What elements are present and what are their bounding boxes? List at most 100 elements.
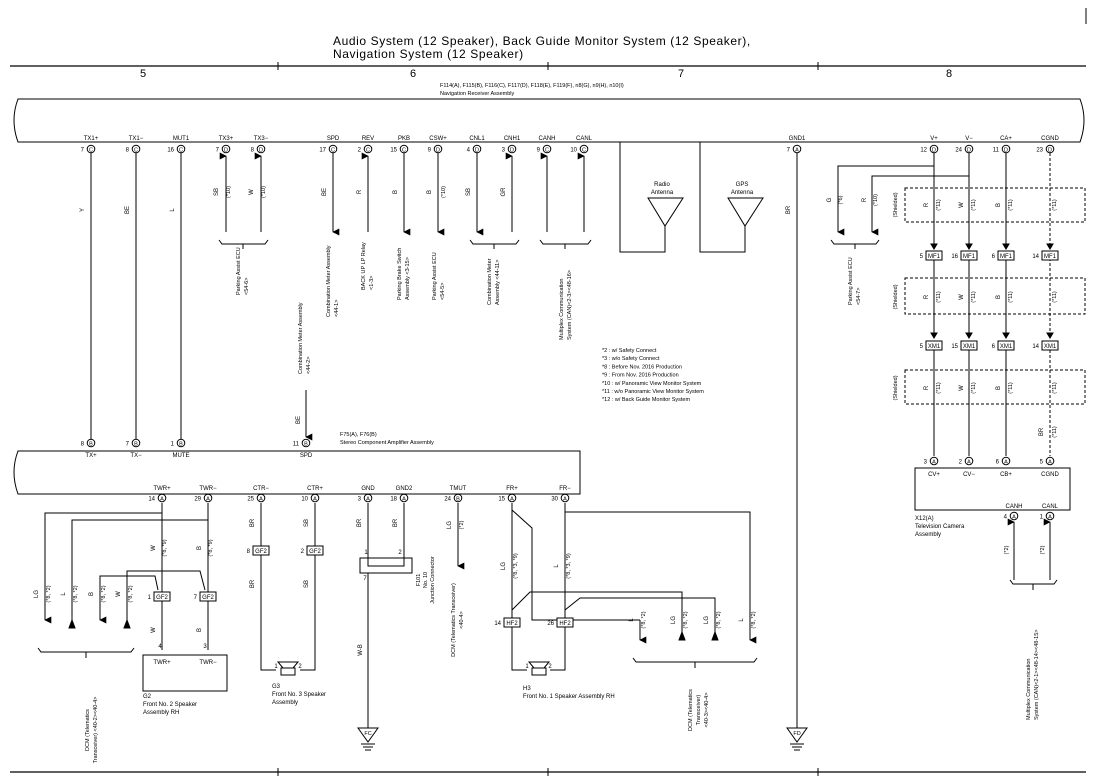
v-plus-wire	[837, 153, 935, 236]
wire-color: SB	[304, 519, 310, 527]
connector-label: MF1	[928, 254, 941, 260]
wire-note: (*2)	[1004, 545, 1010, 554]
h3-speaker-icon	[531, 667, 547, 676]
pin-number: 3	[502, 147, 506, 153]
pin-number: 1	[1040, 514, 1044, 520]
pin-number: 7	[81, 147, 85, 153]
receiver-pin-1	[131, 144, 141, 154]
pin-number: 4	[1004, 514, 1008, 520]
connector-pin-number: 14	[1032, 344, 1039, 350]
receiver-pin-name: CSW+	[429, 136, 447, 142]
connector-pin-number: 5	[920, 254, 924, 260]
amp-bottom-pin-name: FR−	[559, 486, 571, 492]
pin-letter: A	[1004, 459, 1008, 465]
dcm-label-1: DCM (Telematics	[85, 709, 91, 751]
wire-color: BR	[393, 518, 399, 527]
connector-pin-number: 2	[301, 549, 305, 555]
amp-bottom-pin-8	[560, 493, 570, 503]
pin-number: 10	[570, 147, 577, 153]
parking-assist-ecu-label-3: Parking Assist ECU	[848, 257, 854, 305]
receiver-pin-name: CANL	[576, 136, 593, 142]
legend-line: *12 : w/ Back Guide Monitor System	[602, 397, 690, 403]
connector-label: XM1	[963, 344, 976, 350]
mf1-connector	[960, 250, 978, 261]
pin-number: 14	[148, 496, 155, 502]
diagram-title-line2: Navigation System (12 Speaker)	[333, 47, 524, 61]
wire-note: (*8, *9)	[162, 539, 168, 556]
wire-note: (*10)	[873, 194, 879, 206]
wire-note: (*11)	[936, 291, 942, 303]
amp-bottom-pin-7	[507, 493, 517, 503]
jc-pin: 2	[398, 550, 402, 556]
amp-top-pin-name: TX−	[130, 453, 142, 459]
television-camera-body	[914, 467, 1071, 511]
wire-note: (*8, *2)	[751, 611, 757, 628]
pin-letter: A	[967, 459, 971, 465]
g2-name: Front No. 2 Speaker	[143, 702, 197, 708]
g2-pin: 4	[158, 644, 162, 650]
wire-color: W	[959, 385, 965, 391]
dcm-ref-2: <40-4>	[459, 611, 465, 628]
receiver-connector-ids: F114(A), F115(B), F116(C), F117(D), F118…	[440, 83, 624, 89]
wire-note: (*11)	[936, 382, 942, 394]
connector-pin-number: 8	[247, 549, 251, 555]
connector-pin-number: 1	[148, 595, 152, 601]
h3-pin: 1	[525, 664, 529, 670]
g3-id: G3	[272, 684, 281, 690]
wire-note: (*11)	[1052, 426, 1058, 438]
amp-top-pin-1	[131, 438, 141, 448]
pin-letter: A	[563, 496, 567, 502]
gps-antenna-wire	[699, 142, 746, 253]
parking-assist-bracket-3	[830, 239, 880, 245]
connector-chevron	[1002, 243, 1010, 250]
pin-letter: C	[545, 147, 549, 153]
amplifier-connector-ids: F75(A), F76(B)	[340, 432, 377, 438]
amp-bottom-pin-name: GND	[361, 486, 375, 492]
receiver-pin-name: PKB	[398, 136, 410, 142]
pin-number: 8	[251, 147, 255, 153]
pin-number: 4	[467, 147, 471, 153]
connector-chevron	[965, 243, 973, 250]
amp-bottom-pin-2	[256, 493, 266, 503]
wire-note: (*6)	[838, 195, 844, 204]
pin-number: 15	[498, 496, 505, 502]
amp-bottom-pin-name: TWR+	[153, 486, 171, 492]
gps-antenna-label: GPS	[736, 182, 749, 188]
arrow-up	[123, 618, 131, 629]
amp-bottom-pin-name: GND2	[396, 486, 413, 492]
wire-note: (*11)	[971, 199, 977, 211]
pin-number: 7	[216, 147, 220, 153]
pin-letter: A	[1012, 514, 1016, 520]
arrow-up	[68, 618, 76, 629]
pin-number: 17	[319, 147, 326, 153]
wire-note: (*11)	[971, 382, 977, 394]
jc-name: Junction Connector	[430, 556, 436, 604]
receiver-pin-name: V−	[965, 136, 973, 142]
camera-pin-1	[964, 456, 974, 466]
fr-dcm-branch	[564, 597, 716, 632]
pin-letter: C	[582, 147, 586, 153]
wire-color: L	[61, 592, 67, 596]
pin-letter: A	[206, 496, 210, 502]
receiver-pin-13	[792, 144, 802, 154]
ground-fc-icon	[357, 727, 379, 743]
multiplex-ref-2: System (CAN)<2-1><48-14><48-15>	[1034, 630, 1040, 721]
wire-note: (*8, *2)	[101, 585, 107, 602]
connector-pin-number: 6	[992, 254, 996, 260]
ground-fc-label: FC	[364, 731, 371, 737]
amp-bottom-pin-3	[310, 493, 320, 503]
wire-note: (*11)	[1052, 291, 1058, 303]
wire-color: BR	[1039, 427, 1045, 436]
combination-meter-label: Combination Meter Assembly	[326, 245, 332, 317]
twr-minus-branch	[71, 503, 209, 620]
dcm-label-2: DCM (Telematics Transceiver)	[451, 583, 457, 657]
twr-plus-branch	[44, 503, 163, 624]
camera-pin-3	[1045, 456, 1055, 466]
wire-color: GR	[501, 187, 507, 197]
dcm-bracket-1	[37, 647, 135, 653]
amp-bottom-pin-0	[157, 493, 167, 503]
wire-color: LG	[447, 521, 453, 529]
camera-pin-2	[1001, 456, 1011, 466]
wire-color: W	[249, 189, 255, 195]
